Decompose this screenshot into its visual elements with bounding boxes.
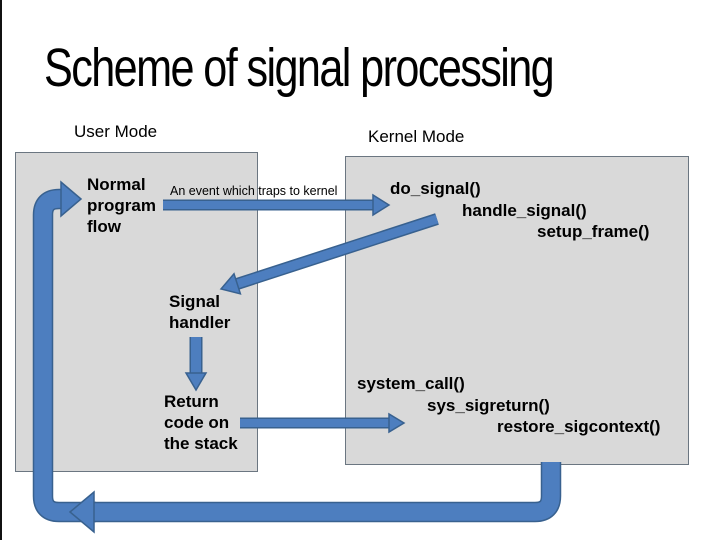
- normal-program-flow-line: flow: [87, 217, 121, 236]
- normal-program-flow-line: program: [87, 196, 156, 215]
- normal-program-flow-label: Normal program flow: [87, 174, 156, 237]
- sys-sigreturn-label: sys_sigreturn(): [427, 396, 550, 415]
- kernel-mode-label: Kernel Mode: [368, 127, 465, 146]
- loop-left-arrowhead-icon: [68, 490, 95, 534]
- return-code-line: the stack: [164, 434, 238, 453]
- slide-left-edge-line: [0, 0, 2, 540]
- do-signal-label: do_signal(): [390, 179, 481, 198]
- return-code-label: Return code on the stack: [164, 391, 238, 454]
- system-call-label: system_call(): [357, 374, 465, 393]
- signal-handler-line: handler: [169, 313, 231, 332]
- setup-frame-label: setup_frame(): [537, 222, 650, 241]
- restore-sigcontext-label: restore_sigcontext(): [497, 417, 661, 436]
- return-code-line: Return: [164, 392, 219, 411]
- user-mode-label: User Mode: [74, 122, 158, 141]
- handle-signal-label: handle_signal(): [462, 201, 587, 220]
- signal-handler-label: Signal handler: [169, 291, 230, 333]
- signal-handler-line: Signal: [169, 292, 221, 311]
- trap-event-caption: An event which traps to kernel: [170, 184, 338, 198]
- page-title: Scheme of signal processing: [44, 38, 555, 98]
- return-code-line: code on: [164, 413, 230, 432]
- normal-program-flow-line: Normal: [87, 175, 146, 194]
